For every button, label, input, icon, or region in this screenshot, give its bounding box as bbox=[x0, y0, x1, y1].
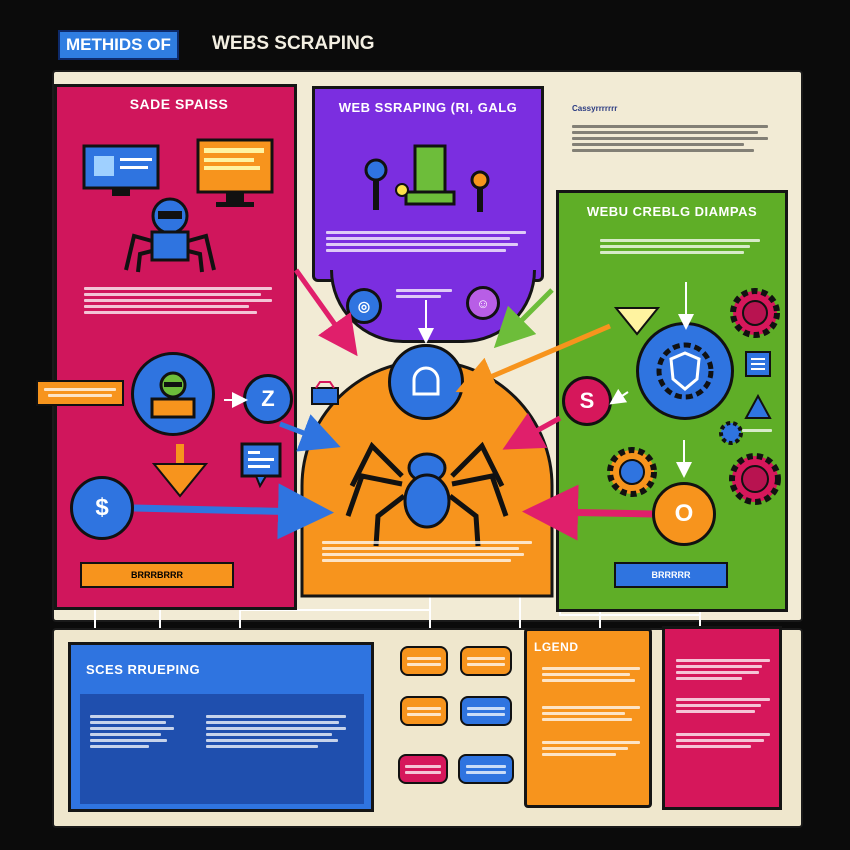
left-paragraph bbox=[84, 284, 272, 317]
small-gear-icon bbox=[719, 421, 743, 445]
gear-caption bbox=[742, 426, 772, 435]
panel-title-top: WEB SSRAPING (RI, GALG bbox=[338, 100, 518, 115]
orange-gear-icon bbox=[607, 447, 657, 497]
cart-icon bbox=[311, 381, 339, 405]
hub-top-icon bbox=[388, 344, 464, 420]
warning-icon bbox=[744, 394, 772, 419]
flow-node-3 bbox=[400, 696, 448, 726]
flow-node-6 bbox=[458, 754, 514, 784]
magenta-gear-icon bbox=[729, 453, 781, 505]
o-symbol-circle: O bbox=[652, 482, 716, 546]
left-tag-box: BRRRBRRR bbox=[80, 562, 234, 588]
robot-spider-icon bbox=[124, 197, 216, 273]
funnel-icon bbox=[614, 307, 660, 336]
s-symbol-circle: S bbox=[562, 376, 612, 426]
flow-node-2 bbox=[460, 646, 512, 676]
panel-notes bbox=[662, 626, 782, 810]
legend-title: LGEND bbox=[534, 640, 579, 654]
bottom-left-inner bbox=[80, 694, 364, 804]
top-center-paragraph bbox=[326, 228, 526, 255]
bubble-text bbox=[396, 286, 452, 301]
bottom-left-col2 bbox=[206, 712, 346, 751]
dollar-symbol-circle: $ bbox=[70, 476, 134, 540]
top-right-caption: Cassyrrrrrrr bbox=[572, 104, 618, 113]
microscope-icon bbox=[364, 144, 490, 212]
top-right-paragraph bbox=[572, 122, 768, 155]
monitor-icon bbox=[82, 144, 160, 196]
flow-node-5 bbox=[398, 754, 448, 784]
panel-title-bottom-left: SCES RRUEPING bbox=[86, 662, 201, 677]
flow-node-1 bbox=[400, 646, 448, 676]
list-icon bbox=[745, 351, 771, 377]
hub-paragraph bbox=[322, 538, 532, 565]
title-highlight: METHIDS OF bbox=[58, 30, 179, 60]
flow-node-4 bbox=[460, 696, 512, 726]
page-title: WEBS SCRAPING bbox=[212, 33, 375, 54]
desktop-icon bbox=[196, 138, 274, 207]
legend-text bbox=[542, 664, 640, 759]
right-paragraph bbox=[600, 236, 760, 257]
side-label-box bbox=[36, 380, 124, 406]
z-symbol-circle: Z bbox=[243, 374, 293, 424]
panel-title-right: WEBU CREBLG DIAMPAS bbox=[586, 204, 758, 219]
panel-title-left: SADE SPAISS bbox=[129, 96, 229, 112]
hacker-avatar-icon bbox=[131, 352, 215, 436]
gear-icon bbox=[730, 288, 780, 338]
document-icon bbox=[240, 442, 282, 489]
bottom-left-col1 bbox=[90, 712, 174, 751]
right-tag-box: BRRRRR bbox=[614, 562, 728, 588]
notes-text bbox=[676, 656, 770, 751]
down-arrow-icon bbox=[151, 444, 209, 498]
